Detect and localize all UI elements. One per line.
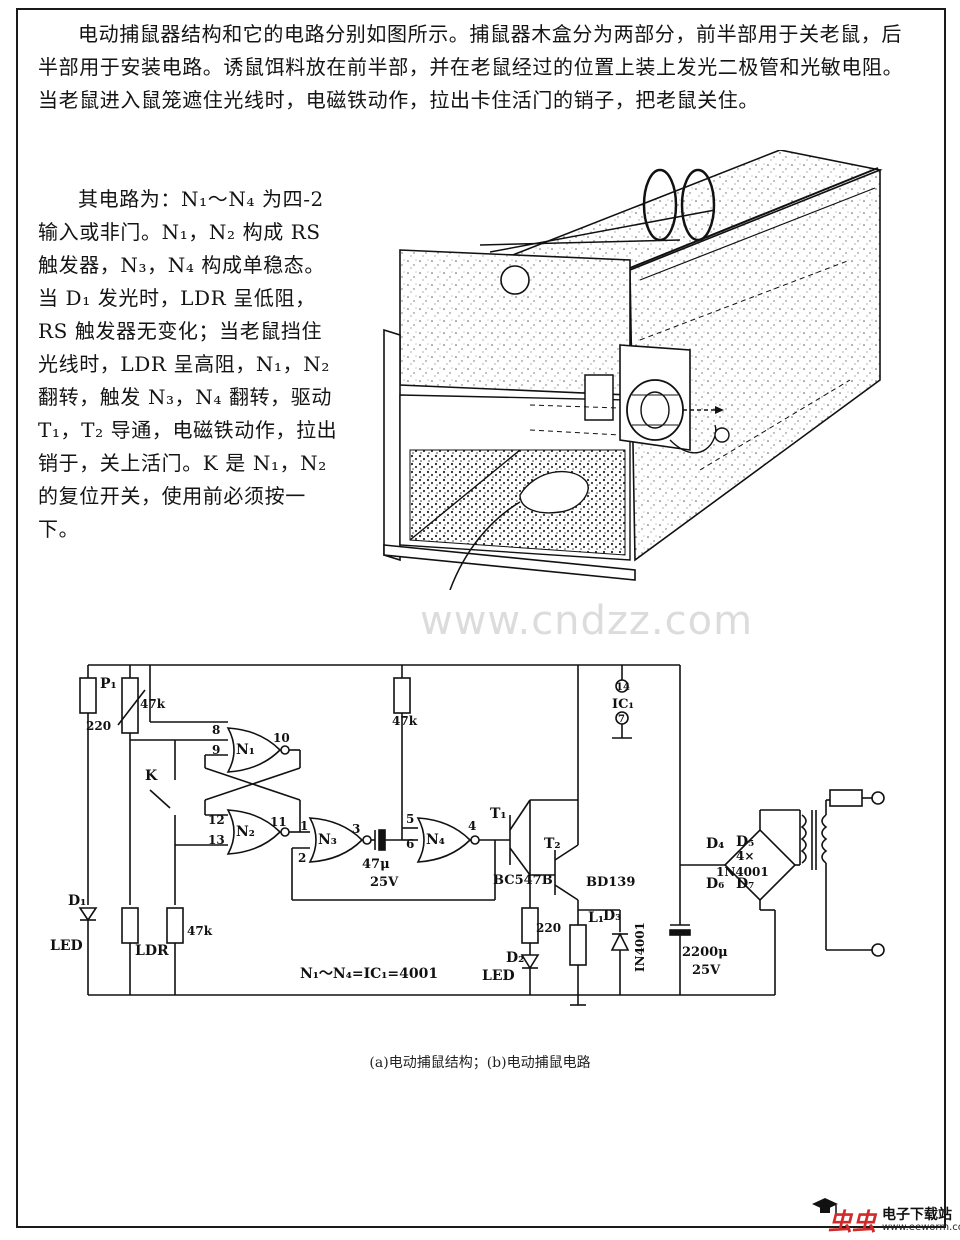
pin-6: 6 <box>406 837 414 851</box>
t2-label: T₂ <box>544 836 561 852</box>
d3-label: D₃ <box>603 908 621 924</box>
cap-2200u-label: 2200μ <box>682 945 728 960</box>
gate-n4-label: N₄ <box>426 832 445 848</box>
bd139-label: BD139 <box>586 875 635 890</box>
pin-3: 3 <box>352 822 360 836</box>
gate-n3-label: N₃ <box>318 832 337 848</box>
ic-note: N₁～N₄=IC₁=4001 <box>300 966 438 982</box>
pin-4: 4 <box>468 819 476 833</box>
pin-8: 8 <box>212 723 220 737</box>
led1-label: LED <box>50 938 83 954</box>
pin-10: 10 <box>273 731 290 745</box>
r220a-label: 220 <box>86 719 111 733</box>
in4001-label: IN4001 <box>633 922 647 972</box>
watermark: www.cndzz.com <box>420 598 754 644</box>
bc547b-label: BC547B <box>493 873 553 888</box>
pin-13: 13 <box>208 833 225 847</box>
gate-n1-label: N₁ <box>236 742 255 758</box>
d7-label: D₇ <box>736 876 754 892</box>
pin-12: 12 <box>208 813 225 827</box>
led2-label: LED <box>482 968 515 984</box>
figure-caption: (a)电动捕鼠结构；(b)电动捕鼠电路 <box>369 1055 591 1071</box>
ic-pin-14: 14 <box>616 682 630 693</box>
logo-name: 电子下载站 <box>882 1207 952 1223</box>
bridge-type-label: 1N4001 <box>716 865 769 879</box>
p1-label: P₁ <box>100 676 117 692</box>
l1-label: L₁ <box>588 910 604 926</box>
gate-n2-label: N₂ <box>236 824 255 840</box>
pin-11: 11 <box>270 815 287 829</box>
ldr-label: LDR <box>135 943 169 959</box>
intro-paragraph: 电动捕鼠器结构和它的电路分别如图所示。捕鼠器木盒分为两部分，前半部用于关老鼠，后… <box>38 22 904 112</box>
pin-9: 9 <box>212 743 220 757</box>
r47k-bottom-label: 47k <box>187 924 213 938</box>
cap-2200u-voltage: 25V <box>692 963 721 978</box>
pin-5: 5 <box>406 812 414 826</box>
logo-site: www.eeworm.com <box>882 1222 960 1233</box>
pot-47k-label: 47k <box>140 697 166 711</box>
pin-2: 2 <box>298 851 306 865</box>
d6-label: D₆ <box>706 876 724 892</box>
circuit-schematic: P₁ 220 47k 47k K D₁ LED LDR 47k N₁ N₂ N₃… <box>50 664 885 1006</box>
trap-structure-illustration <box>383 150 883 590</box>
ic-pin-7: 7 <box>618 714 625 725</box>
d2-label: D₂ <box>506 950 524 966</box>
cap-47u-label: 47μ <box>362 857 390 872</box>
pin-1: 1 <box>300 819 308 833</box>
switch-k-label: K <box>145 768 158 784</box>
r220b-label: 220 <box>536 921 561 935</box>
graduation-cap-icon <box>812 1198 838 1214</box>
r47k-top-label: 47k <box>392 714 418 728</box>
d5-label: D₅ <box>736 834 754 850</box>
d4-label: D₄ <box>706 836 724 852</box>
page-border <box>16 8 946 1228</box>
ic1-label: IC₁ <box>612 697 634 712</box>
d1-label: D₁ <box>68 893 86 909</box>
circuit-description: 其电路为：N₁～N₄ 为四-2输入或非门。N₁，N₂ 构成 RS 触发器，N₃，… <box>38 187 338 541</box>
logo-brand: 虫虫 <box>828 1208 876 1236</box>
cap-25v-label: 25V <box>370 875 399 890</box>
bridge-count-label: 4× <box>736 849 754 863</box>
t1-label: T₁ <box>490 806 507 822</box>
